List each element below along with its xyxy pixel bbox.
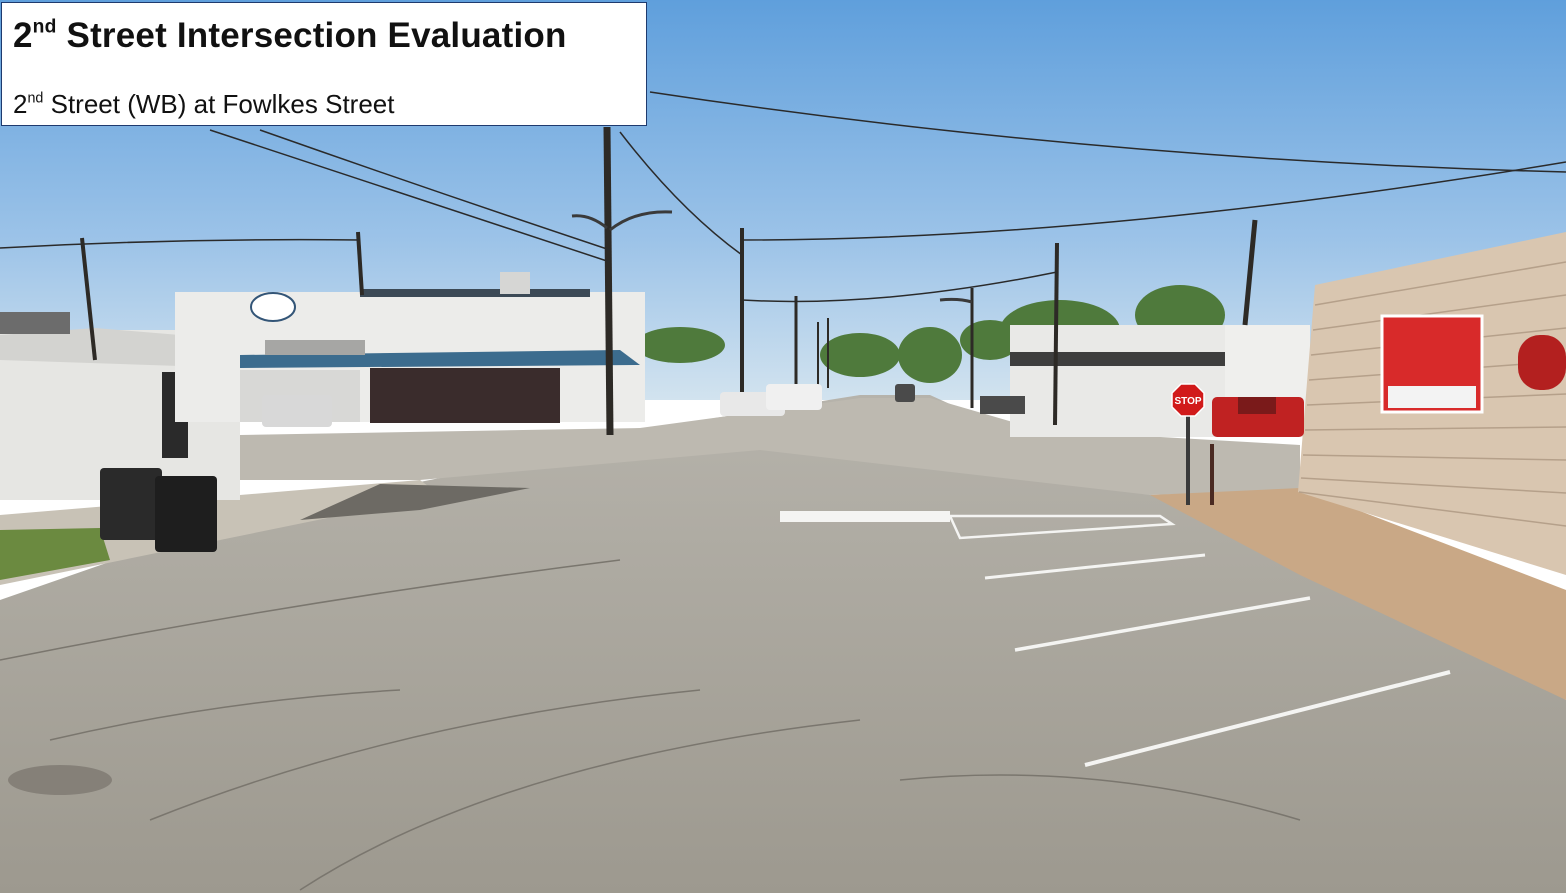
street-lights xyxy=(571,210,973,304)
page-title: 2nd Street Intersection Evaluation xyxy=(13,16,567,55)
trash-bins xyxy=(100,468,217,552)
right-sidewalk xyxy=(1150,488,1566,700)
stop-sign-text: STOP xyxy=(1174,396,1201,407)
stop-sign: STOP xyxy=(1171,383,1214,505)
utility-poles xyxy=(80,126,1258,436)
page-subtitle: 2nd Street (WB) at Fowlkes Street xyxy=(13,89,395,119)
manhole xyxy=(8,765,112,795)
title-box: 2nd Street Intersection Evaluation 2nd S… xyxy=(1,2,647,126)
left-curb-shadow xyxy=(300,484,530,520)
cross-street xyxy=(240,398,1300,495)
left-grass xyxy=(0,528,110,580)
road-markings xyxy=(780,511,1451,767)
right-siding-building xyxy=(1298,232,1566,575)
center-building xyxy=(175,272,645,423)
parked-vehicles xyxy=(262,384,1304,437)
road-surface xyxy=(0,395,1566,893)
pavement-cracks xyxy=(0,559,1301,891)
power-lines xyxy=(0,91,1566,303)
